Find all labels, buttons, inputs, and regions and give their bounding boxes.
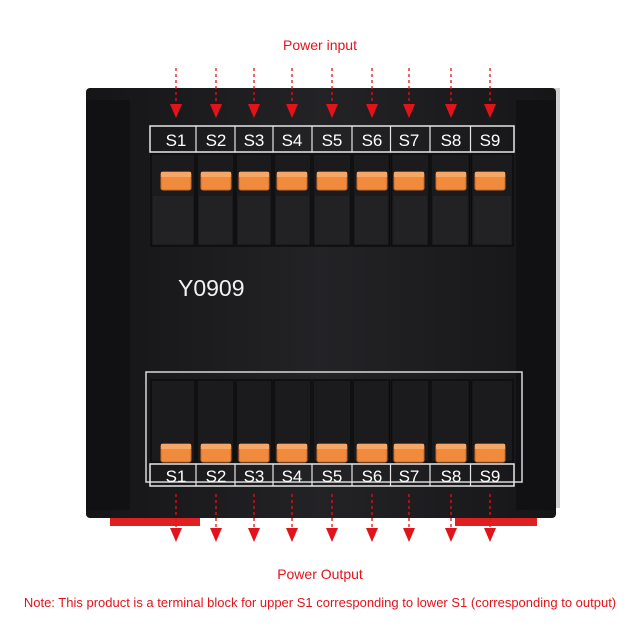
power-output-caption: Power Output [277, 566, 363, 582]
top-terminal-modules [150, 153, 514, 247]
top-lever-highlight [436, 172, 466, 177]
top-lever-highlight [277, 172, 307, 177]
output-arrow-head [484, 528, 496, 542]
bottom-lever-highlight [277, 444, 307, 449]
input-arrow-head [210, 104, 222, 118]
input-arrow-head [286, 104, 298, 118]
bottom-terminal-labels: S1 S2 S3 S4 S5 S6 S7 S8 S9 [166, 467, 501, 486]
bottom-module-frame [145, 371, 523, 483]
top-module-face [153, 196, 193, 244]
top-terminal-label: S4 [282, 131, 303, 150]
bottom-terminal-label: S9 [480, 467, 501, 486]
model-label: Y0909 [178, 275, 245, 301]
bottom-lever-highlight [357, 444, 387, 449]
top-terminal-label: S7 [399, 131, 420, 150]
top-terminal-label: S8 [441, 131, 462, 150]
bottom-terminal-label: S8 [441, 467, 462, 486]
bottom-terminal-label: S1 [166, 467, 187, 486]
top-terminal-label: S3 [244, 131, 265, 150]
bottom-lever-highlight [394, 444, 424, 449]
top-lever-highlight [201, 172, 231, 177]
top-lever-highlight [394, 172, 424, 177]
input-arrow-head [403, 104, 415, 118]
top-terminal-label: S5 [322, 131, 343, 150]
top-label-dividers [195, 126, 472, 152]
output-arrow-head [170, 528, 182, 542]
top-terminal-label: S6 [362, 131, 383, 150]
output-arrow-head [286, 528, 298, 542]
bottom-lever-highlight [436, 444, 466, 449]
top-module-face [355, 196, 388, 244]
top-terminal-labels: S1 S2 S3 S4 S5 S6 S7 S8 S9 [166, 131, 501, 150]
top-module-face [276, 196, 309, 244]
top-module-face [433, 196, 468, 244]
product-note: Note: This product is a terminal block f… [23, 595, 617, 610]
input-arrow-head [484, 104, 496, 118]
bottom-lever-highlight [201, 444, 231, 449]
top-lever-highlight [475, 172, 505, 177]
bottom-lever-highlight [239, 444, 269, 449]
top-lever-highlight [357, 172, 387, 177]
top-terminal-label: S2 [206, 131, 227, 150]
output-arrow-head [366, 528, 378, 542]
bottom-lever-highlight [475, 444, 505, 449]
top-lever-highlight [239, 172, 269, 177]
input-arrow-head [248, 104, 260, 118]
output-arrow-head [403, 528, 415, 542]
input-arrow-head [170, 104, 182, 118]
top-lever-highlight [161, 172, 191, 177]
bottom-terminal-label: S6 [362, 467, 383, 486]
bottom-lever-highlight [317, 444, 347, 449]
top-module-face [473, 196, 511, 244]
top-module-face [238, 196, 270, 244]
bottom-label-strip [149, 463, 515, 487]
top-module-face [315, 196, 349, 244]
input-arrow-head [445, 104, 457, 118]
bottom-lever-highlight [161, 444, 191, 449]
bottom-label-dividers [195, 464, 472, 486]
bottom-terminal-label: S5 [322, 467, 343, 486]
output-arrow-head [210, 528, 222, 542]
output-arrow-head [326, 528, 338, 542]
input-arrow-head [326, 104, 338, 118]
power-input-caption: Power input [283, 37, 357, 53]
output-arrows [170, 494, 496, 542]
bottom-terminal-label: S4 [282, 467, 303, 486]
top-terminal-label: S1 [166, 131, 187, 150]
bottom-terminal-label: S2 [206, 467, 227, 486]
bottom-terminal-modules [150, 379, 514, 463]
housing-left-edge [86, 100, 130, 510]
top-module-face [199, 196, 232, 244]
output-arrow-head [445, 528, 457, 542]
top-lever-highlight [317, 172, 347, 177]
input-arrow-head [366, 104, 378, 118]
output-arrow-head [248, 528, 260, 542]
bottom-terminal-label: S7 [399, 467, 420, 486]
input-arrows [170, 68, 496, 118]
top-label-strip [149, 125, 515, 153]
top-module-face [393, 196, 427, 244]
bottom-terminal-label: S3 [244, 467, 265, 486]
top-terminal-label: S9 [480, 131, 501, 150]
